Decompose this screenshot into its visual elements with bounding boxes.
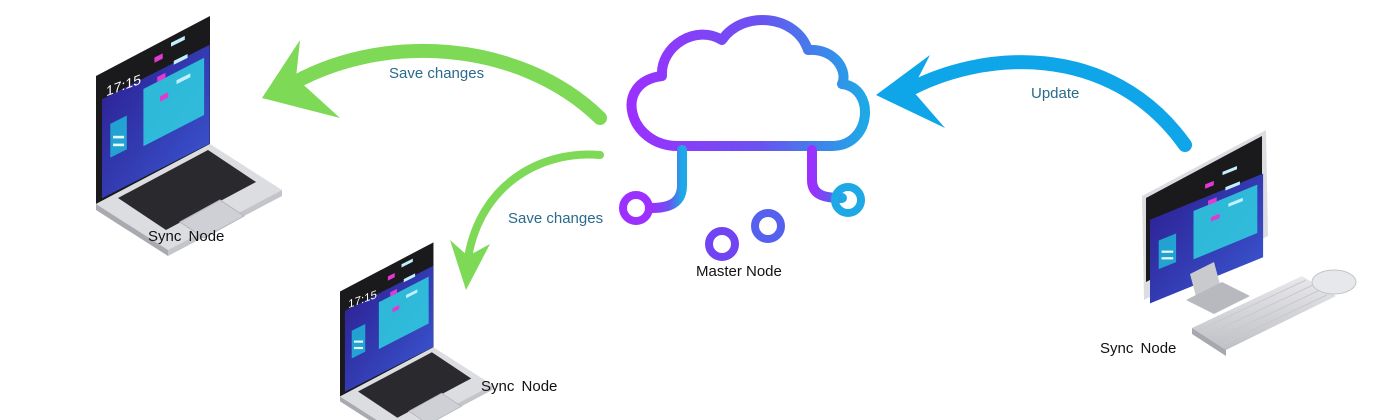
- sync-node-label-laptop-1: Sync Node: [148, 228, 225, 245]
- update-arrow: [876, 55, 1192, 152]
- edge-label-update: Update: [1031, 85, 1080, 102]
- save-changes-arrow-1: [262, 40, 607, 125]
- laptop-icon: 17:15: [96, 16, 282, 256]
- arrowhead-icon: [262, 40, 340, 118]
- arrowhead-icon: [876, 55, 945, 128]
- edge-label-save-changes-2: Save changes: [508, 210, 604, 227]
- screen-clock: 17:15: [1154, 0, 1189, 10]
- sync-node-label-desktop: Sync Node: [1100, 340, 1177, 357]
- network-terminal-dots: [619, 183, 865, 261]
- desktop-computer-icon: 17:15: [1142, 0, 1357, 356]
- arrowhead-icon: [450, 240, 490, 290]
- master-node: [619, 15, 870, 261]
- mouse-icon: [1311, 269, 1357, 295]
- cloud-network-icon: [626, 15, 870, 241]
- laptop-icon: 17:15: [340, 242, 493, 420]
- save-changes-arrow-2: [450, 150, 604, 290]
- master-node-label: Master Node: [696, 263, 782, 280]
- sync-node-label-laptop-2: Sync Node: [481, 378, 558, 395]
- edge-label-save-changes-1: Save changes: [389, 65, 485, 82]
- keyboard-icon: [1192, 276, 1336, 350]
